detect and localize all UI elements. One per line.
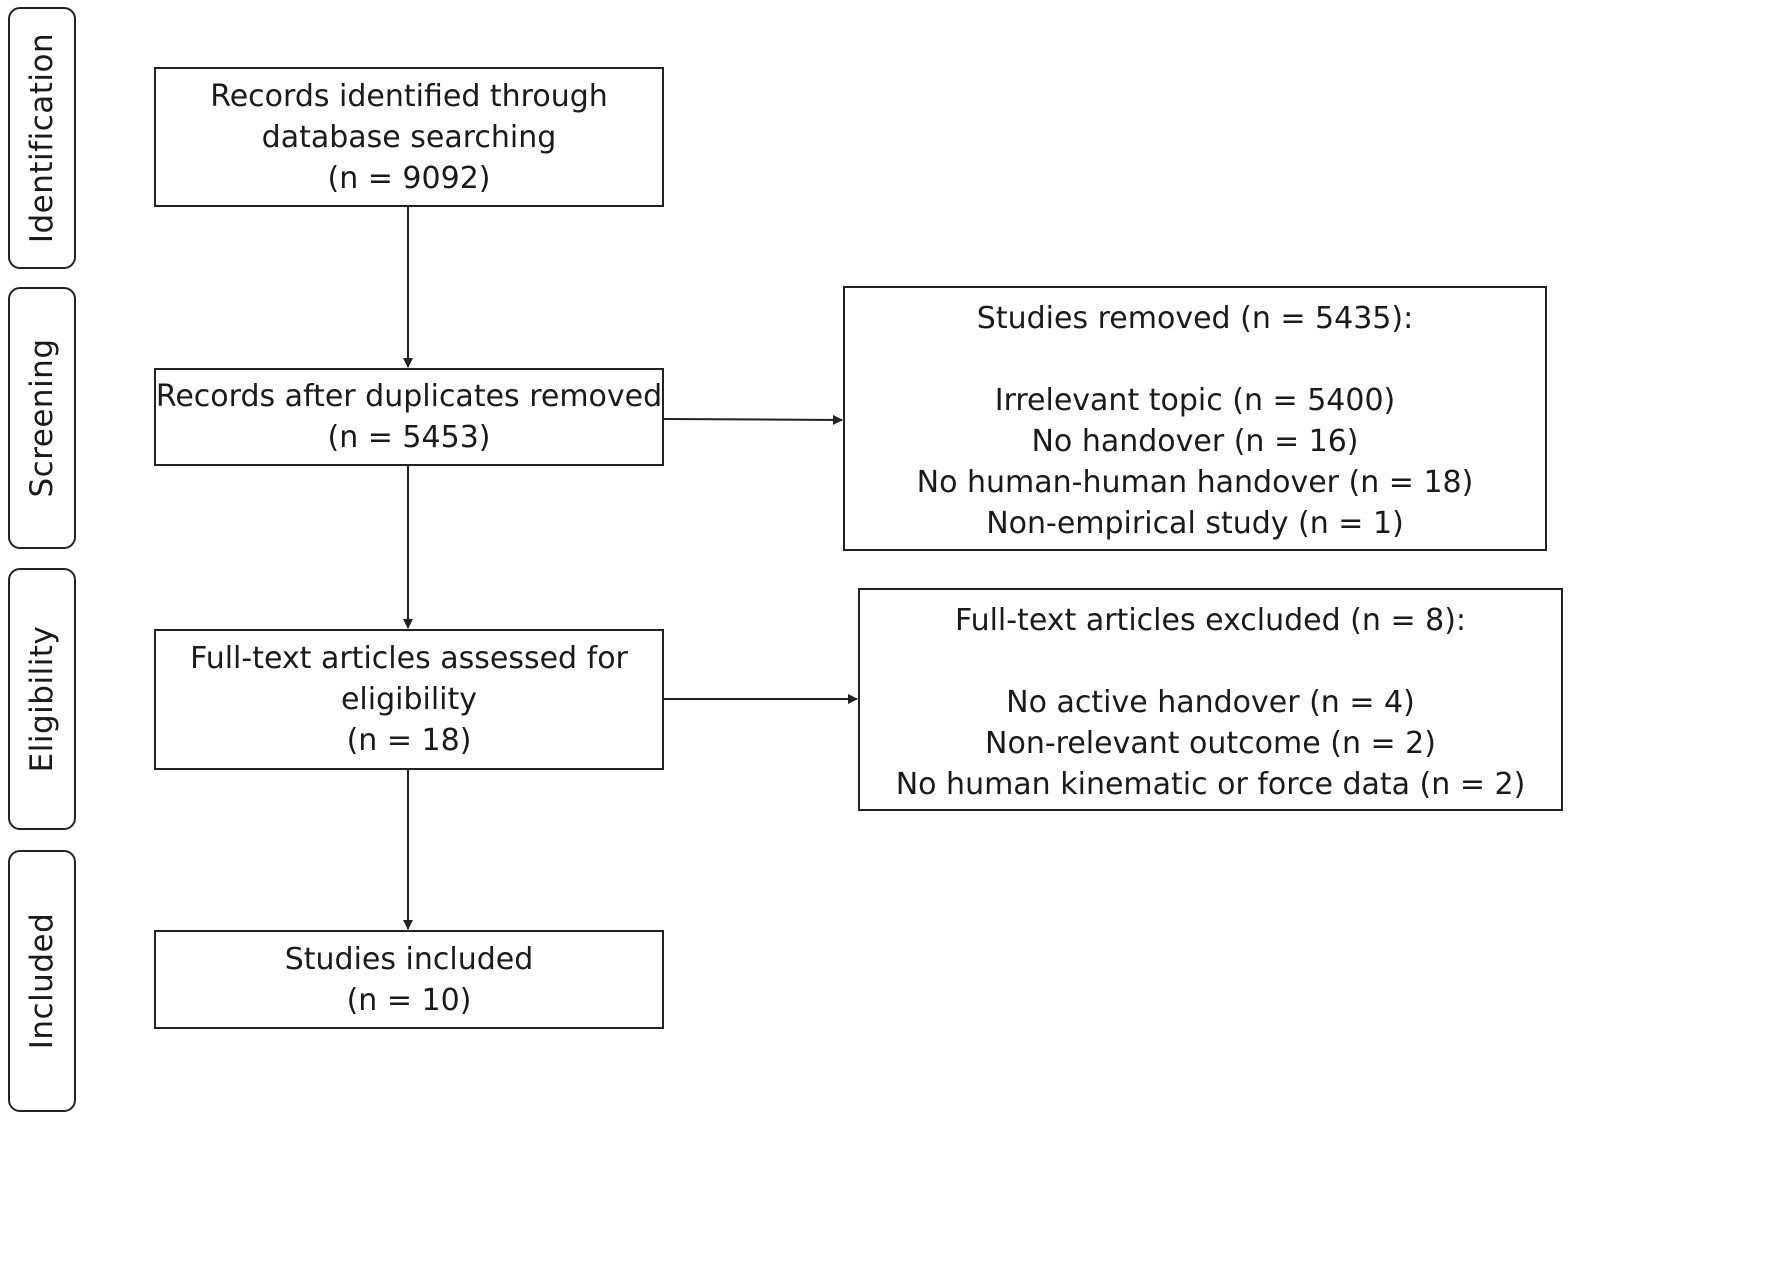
phase-screening: Screening bbox=[8, 287, 76, 549]
box-line: Records after duplicates removed bbox=[155, 379, 663, 414]
box-line: Studies included bbox=[284, 941, 534, 977]
records-identified-box: Records identified through database sear… bbox=[154, 67, 664, 207]
phase-eligibility: Eligibility bbox=[8, 568, 76, 830]
box-line: Records identified through bbox=[210, 78, 608, 114]
records-after-duplicates-box: Records after duplicates removed (n = 54… bbox=[154, 368, 664, 466]
box-line: No human-human handover (n = 18) bbox=[916, 465, 1474, 500]
full-text-assessed-box: Full-text articles assessed for eligibil… bbox=[154, 629, 664, 770]
box-line: Irrelevant topic (n = 5400) bbox=[994, 383, 1396, 418]
box-line: No handover (n = 16) bbox=[1031, 424, 1359, 459]
phase-identification: Identification bbox=[8, 7, 76, 269]
full-text-excluded-heading: Full-text articles excluded (n = 8): bbox=[954, 603, 1467, 638]
box-line: (n = 5453) bbox=[327, 420, 491, 455]
studies-included-box: Studies included (n = 10) bbox=[154, 930, 664, 1029]
studies-removed-heading: Studies removed (n = 5435): bbox=[976, 301, 1414, 336]
full-text-excluded-box: Full-text articles excluded (n = 8): No … bbox=[858, 588, 1563, 811]
box-line: No active handover (n = 4) bbox=[1006, 685, 1415, 720]
arrow-screening-to-removed bbox=[663, 414, 843, 425]
box-line: database searching bbox=[261, 119, 557, 155]
studies-removed-box: Studies removed (n = 5435): Irrelevant t… bbox=[843, 286, 1547, 551]
box-line: (n = 18) bbox=[346, 723, 472, 758]
box-line: (n = 10) bbox=[346, 982, 472, 1018]
box-line: Non-empirical study (n = 1) bbox=[986, 506, 1404, 541]
box-line: No human kinematic or force data (n = 2) bbox=[895, 767, 1526, 802]
box-line: Full-text articles assessed for bbox=[190, 641, 628, 676]
box-line: Non-relevant outcome (n = 2) bbox=[985, 726, 1436, 761]
box-line: eligibility bbox=[340, 682, 478, 717]
box-line: (n = 9092) bbox=[327, 160, 491, 196]
phase-included: Included bbox=[8, 850, 76, 1112]
